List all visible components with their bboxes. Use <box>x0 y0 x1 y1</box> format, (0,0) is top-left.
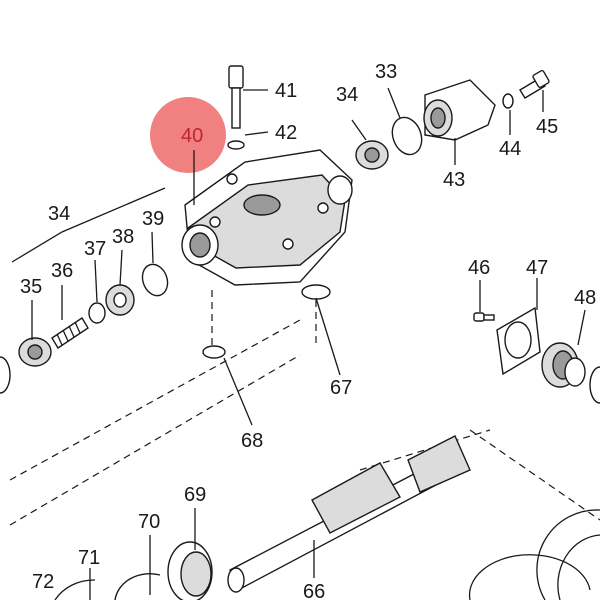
callout-70: 70 <box>138 511 160 533</box>
callout-42: 42 <box>275 122 297 144</box>
seal-48 <box>541 342 586 388</box>
large-rings <box>468 509 600 600</box>
gasket-47 <box>496 306 541 376</box>
callout-66: 66 <box>303 581 325 600</box>
callout-44: 44 <box>499 138 521 160</box>
gear-35 <box>18 337 52 367</box>
callout-39: 39 <box>142 208 164 230</box>
callout-71: 71 <box>78 547 100 569</box>
ring-70 <box>114 572 161 600</box>
callout-45: 45 <box>536 116 558 138</box>
oring-39 <box>141 263 169 297</box>
callout-labels: 40 41 42 33 34 43 44 45 34 35 36 37 38 3… <box>20 61 596 600</box>
callout-38: 38 <box>112 226 134 248</box>
bearing-38 <box>105 284 135 316</box>
partial-ring-right <box>589 366 600 404</box>
callout-47: 47 <box>526 257 548 279</box>
endcap-43 <box>423 79 496 141</box>
callout-33: 33 <box>375 61 397 83</box>
callout-34-left: 34 <box>48 203 70 225</box>
screw-46 <box>473 312 495 322</box>
oring-67 <box>301 284 331 300</box>
callout-69: 69 <box>184 484 206 506</box>
spring-36 <box>51 317 89 349</box>
callout-48: 48 <box>574 287 596 309</box>
bearing-69 <box>167 541 213 600</box>
callout-72: 72 <box>32 571 54 593</box>
callout-40: 40 <box>181 125 203 147</box>
callout-37: 37 <box>84 238 106 260</box>
washer-44 <box>502 93 514 109</box>
washer-37 <box>88 302 106 324</box>
callout-46: 46 <box>468 257 490 279</box>
callout-43: 43 <box>443 169 465 191</box>
shaft-66 <box>227 435 471 593</box>
callout-35: 35 <box>20 276 42 298</box>
highlight-marker <box>150 97 226 173</box>
assembly-guides <box>9 290 600 526</box>
bolt-45 <box>519 69 550 99</box>
callout-67: 67 <box>330 377 352 399</box>
callout-41: 41 <box>275 80 297 102</box>
oring-33 <box>391 116 423 156</box>
washer-42 <box>227 140 245 150</box>
gear-34-top <box>355 140 389 170</box>
ring-71 <box>54 579 96 600</box>
leader-lines <box>31 87 586 600</box>
callout-68: 68 <box>241 430 263 452</box>
housing-40 <box>181 149 353 286</box>
bolt-41 <box>228 65 244 129</box>
bracket-34-left <box>11 187 166 263</box>
callout-36: 36 <box>51 260 73 282</box>
partial-ring-left <box>0 356 11 394</box>
oring-68 <box>202 345 226 359</box>
callout-34-top: 34 <box>336 84 358 106</box>
